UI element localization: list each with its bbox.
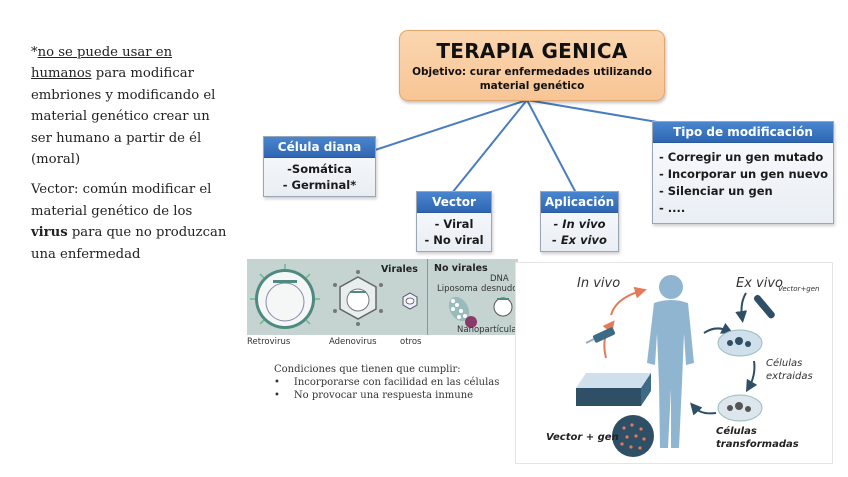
card-tipo-modificacion: Tipo de modificación - Corregir un gen m…	[652, 121, 834, 224]
arrow-icon	[610, 286, 647, 316]
petri-dish-transformed-icon	[717, 394, 763, 422]
other-virus-icon	[402, 292, 418, 310]
arrow-icon	[703, 322, 734, 334]
label-dna: DNA	[490, 274, 509, 284]
adenovirus-icon	[333, 270, 383, 326]
label-nanoparticulas: Nanopartículas	[457, 325, 522, 335]
test-tube-icon	[753, 294, 775, 319]
card-header: Vector	[417, 192, 491, 213]
title-box: TERAPIA GENICA Objetivo: curar enfermeda…	[399, 30, 665, 101]
nanoparticle-icon	[465, 316, 477, 328]
note-germinal: *no se puede usar en humanos para modifi…	[31, 45, 216, 168]
condition-item: Incorporarse con facilidad en las célula…	[286, 376, 499, 389]
underlined-warning: no se puede usar en humanos	[31, 45, 173, 82]
retrovirus-icon	[250, 264, 320, 329]
syringe-icon	[585, 327, 616, 344]
virus-illustrations	[250, 264, 513, 329]
naked-dna-icon	[493, 297, 513, 317]
label-retrovirus: Retrovirus	[247, 337, 291, 347]
card-header: Tipo de modificación	[653, 122, 833, 143]
card-body: -Somática - Germinal*	[282, 162, 357, 192]
connector-vector	[451, 99, 528, 194]
side-notes: *no se puede usar en humanos para modifi…	[31, 42, 231, 274]
label-otros: otros	[400, 337, 422, 347]
label-in-vivo: In vivo	[577, 276, 621, 291]
condition-item: No provocar una respuesta inmune	[286, 389, 499, 402]
connector-celula	[374, 99, 528, 151]
label-virales: Virales	[381, 264, 418, 275]
arrow-icon	[745, 360, 758, 393]
process-illustration	[576, 275, 775, 457]
label-desnudo: desnudo	[481, 284, 518, 294]
label-ex-vivo: Ex vivo	[736, 276, 783, 291]
label-vector-gen: Vector + gen	[546, 432, 619, 443]
card-aplicacion: Aplicación - In vivo - Ex vivo	[540, 191, 619, 252]
label-adenovirus: Adenovirus	[329, 337, 377, 347]
card-header: Célula diana	[264, 137, 375, 158]
note-vector: Vector: común modificar el material gené…	[31, 182, 227, 262]
label-liposoma: Liposoma	[437, 284, 478, 294]
card-celula-diana: Célula diana -Somática - Germinal*	[263, 136, 376, 197]
conditions-title: Condiciones que tienen que cumplir:	[274, 364, 461, 375]
arrow-icon	[602, 320, 615, 359]
label-vector-gen-small: Vector+gen	[778, 285, 820, 293]
vector-gene-magnified-icon	[612, 415, 654, 457]
card-body: - Viral - No viral	[424, 217, 484, 247]
petri-dish-extracted-icon	[717, 329, 763, 357]
card-vector: Vector - Viral - No viral	[416, 191, 492, 252]
liposome-icon	[448, 296, 470, 322]
arrow-icon	[735, 292, 748, 323]
vector-types-figure: Virales No virales DNA desnudo Liposoma …	[247, 259, 522, 335]
main-title: TERAPIA GENICA	[436, 39, 628, 63]
objective-text: Objetivo: curar enfermedades utilizando …	[412, 66, 652, 92]
culture-flask-icon	[576, 373, 651, 406]
connector-tipo	[526, 99, 664, 124]
card-header: Aplicación	[541, 192, 618, 213]
divider	[427, 259, 428, 335]
connector-aplicacion	[526, 99, 577, 194]
conditions-list: Condiciones que tienen que cumplir: Inco…	[274, 363, 499, 402]
card-body: - Corregir un gen mutado - Incorporar un…	[659, 150, 829, 215]
card-body: - In vivo - Ex vivo	[552, 217, 607, 247]
human-figure-icon	[647, 275, 694, 448]
arrow-icon	[690, 402, 717, 416]
label-no-virales: No virales	[434, 263, 488, 274]
